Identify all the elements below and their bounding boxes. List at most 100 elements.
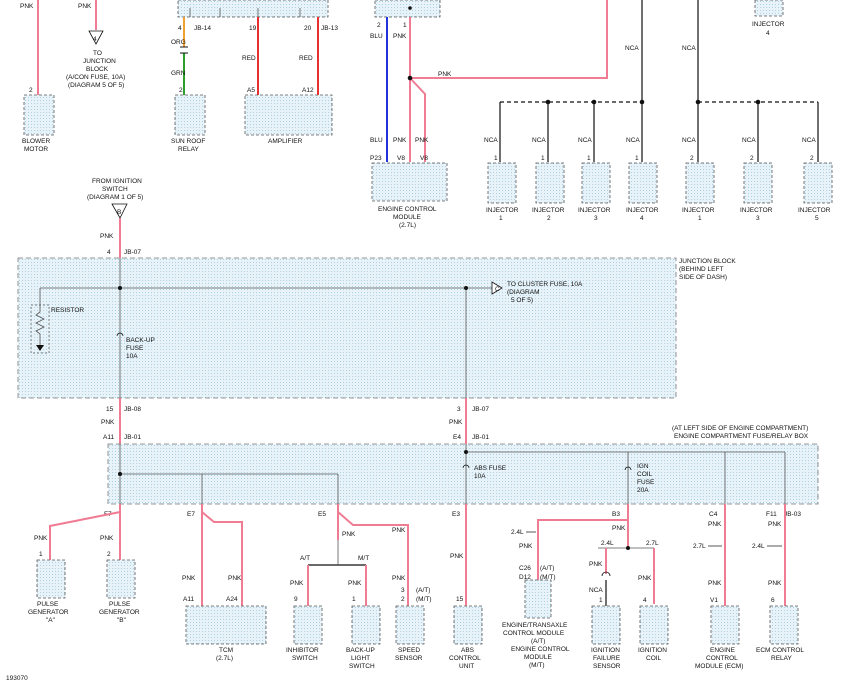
amplifier-box [244,94,333,136]
svg-text:V1: V1 [710,597,718,604]
svg-text:5: 5 [815,215,819,222]
svg-text:NCA: NCA [578,137,592,144]
svg-text:4: 4 [640,215,644,222]
svg-text:BACK-UP: BACK-UP [346,647,375,654]
svg-text:PNK: PNK [348,580,362,587]
svg-text:2: 2 [401,596,405,603]
svg-text:INJECTOR: INJECTOR [578,207,611,214]
injector-box [743,162,773,204]
svg-text:PNK: PNK [392,527,406,534]
svg-text:INHIBITOR: INHIBITOR [286,647,319,654]
svg-text:A5: A5 [247,87,255,94]
svg-text:NCA: NCA [532,137,546,144]
svg-text:PNK: PNK [708,580,722,587]
svg-text:NCA: NCA [742,137,756,144]
svg-text:ENGINE/TRANSAXLE: ENGINE/TRANSAXLE [502,622,568,629]
diagram-id: 193070 [6,675,28,682]
svg-text:JB-07: JB-07 [472,406,489,413]
svg-text:COIL: COIL [637,471,653,478]
svg-text:20: 20 [304,25,312,32]
svg-text:9: 9 [294,596,298,603]
svg-text:RED: RED [242,55,256,62]
sunroof-relay-box [174,94,206,136]
svg-text:NCA: NCA [802,137,816,144]
svg-text:RED: RED [299,55,313,62]
svg-text:3: 3 [401,587,405,594]
svg-text:F11: F11 [766,511,777,518]
svg-text:TO CLUSTER FUSE, 10A: TO CLUSTER FUSE, 10A [507,281,583,288]
etcm-box [524,579,552,619]
svg-text:A11: A11 [103,434,114,441]
svg-text:E4: E4 [453,434,461,441]
svg-text:2: 2 [810,155,814,162]
svg-text:IGNITION: IGNITION [638,647,667,654]
junction-block-internals: JUNCTION BLOCK (BEHIND LEFT SIDE OF DASH… [30,258,736,398]
svg-text:INJECTOR: INJECTOR [740,207,773,214]
svg-text:ENGINE CONTROL: ENGINE CONTROL [511,646,570,653]
svg-text:PNK: PNK [290,580,304,587]
svg-text:JB-01: JB-01 [124,434,141,441]
svg-text:E3: E3 [452,511,460,518]
svg-text:MOTOR: MOTOR [24,146,48,153]
blower-motor-group: PNK 2 BLOWER MOTOR [20,0,55,153]
injectors-group: INJECTOR 4 NCA NCA NCA NCA NCA NCA NCA N… [484,0,833,222]
svg-text:IGNITION: IGNITION [591,647,620,654]
svg-text:(A/T): (A/T) [531,638,545,645]
inhibitor-switch-box [293,605,323,645]
pin-label: 2 [29,87,33,94]
svg-text:PNK: PNK [519,543,533,550]
svg-text:2: 2 [107,551,111,558]
svg-text:UNIT: UNIT [459,663,474,670]
injector-box [628,162,658,204]
svg-text:RESISTOR: RESISTOR [51,307,84,314]
svg-text:C4: C4 [709,511,718,518]
tcm-box [185,605,267,645]
svg-text:NCA: NCA [626,137,640,144]
ecm-control-relay-box [769,605,799,645]
svg-text:PNK: PNK [449,419,463,426]
svg-text:3: 3 [457,406,461,413]
svg-text:TO: TO [93,50,102,57]
svg-text:C26: C26 [519,565,531,572]
ecm27-group: 2 1 BLU PNK PNK BLU PNK PNK P23 V8 V8 EN… [370,0,608,229]
svg-text:SENSOR: SENSOR [593,663,621,670]
svg-text:PNK: PNK [438,71,452,78]
svg-text:PNK: PNK [708,521,722,528]
svg-text:ENGINE: ENGINE [710,647,736,654]
pulse-generator-a-box [36,559,66,599]
svg-text:A12: A12 [302,87,314,94]
svg-text:BLOCK: BLOCK [86,66,109,73]
svg-text:INJECTOR: INJECTOR [486,207,519,214]
svg-text:PNK: PNK [450,553,464,560]
speed-sensor-box [395,605,425,645]
svg-text:PNK: PNK [100,233,114,240]
svg-text:"A": "A" [46,617,56,624]
svg-text:NCA: NCA [589,587,603,594]
pulse-generator-b-box [106,559,136,599]
svg-text:PULSE: PULSE [37,601,59,608]
svg-text:INJECTOR: INJECTOR [626,207,659,214]
svg-text:3: 3 [594,215,598,222]
svg-text:(M/T): (M/T) [540,574,556,581]
svg-text:(AT LEFT SIDE OF ENGINE COMPAR: (AT LEFT SIDE OF ENGINE COMPARTMENT) [672,425,808,432]
svg-text:PNK: PNK [768,521,782,528]
svg-text:19: 19 [249,25,257,32]
ignition-failure-sensor-box [591,605,621,645]
svg-text:SWITCH: SWITCH [102,186,128,193]
svg-text:PNK: PNK [101,419,115,426]
blower-motor-box [23,94,55,136]
svg-text:INJECTOR: INJECTOR [752,21,785,28]
svg-text:PNK: PNK [182,575,196,582]
svg-text:FUSE: FUSE [637,479,655,486]
svg-text:FAILURE: FAILURE [593,655,621,662]
svg-text:1: 1 [698,215,702,222]
injector-box [685,162,715,204]
svg-text:15: 15 [456,596,464,603]
svg-text:2.7L: 2.7L [693,543,706,550]
svg-text:V8: V8 [420,155,428,162]
svg-text:ENGINE COMPARTMENT FUSE/RELAY: ENGINE COMPARTMENT FUSE/RELAY BOX [674,433,809,440]
svg-text:A11: A11 [183,596,194,603]
svg-text:JB-14: JB-14 [194,25,211,32]
svg-text:1: 1 [39,551,43,558]
